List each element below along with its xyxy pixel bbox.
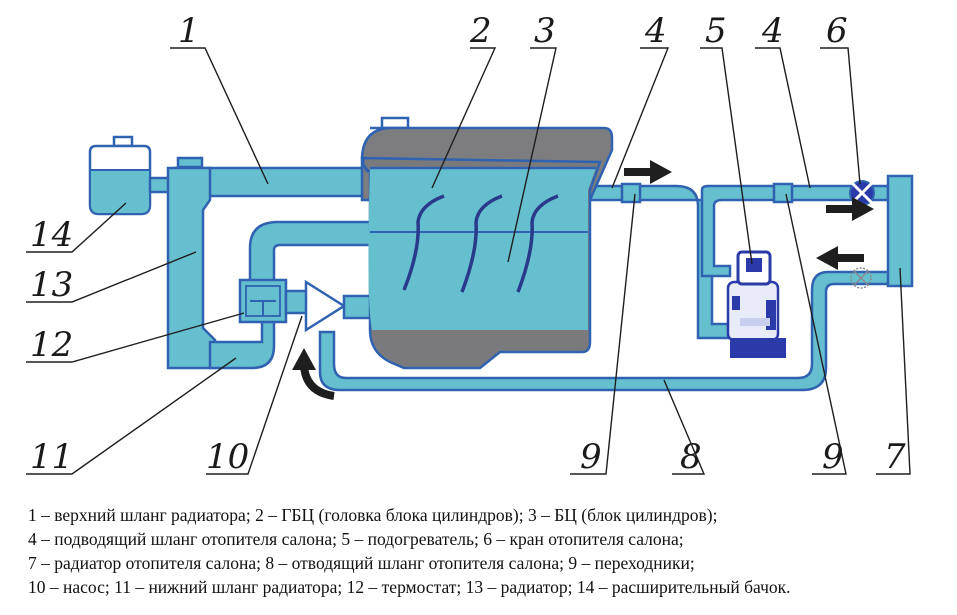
- callout-4-left: 4: [644, 11, 667, 51]
- callout-14: 14: [30, 215, 73, 255]
- callout-12: 12: [30, 325, 73, 365]
- callout-9-left: 9: [580, 437, 602, 477]
- flow-arrow-right-valve: [826, 197, 874, 221]
- callout-2: 2: [469, 11, 492, 51]
- flow-arrow-curved: [292, 348, 335, 400]
- engine: [360, 116, 614, 370]
- radiator: [166, 156, 217, 370]
- legend-line-1: 1 – верхний шланг радиатора; 2 – ГБЦ (го…: [28, 505, 718, 525]
- cooling-system-diagram: 1 2 3 4 5 4 6 14 13 12 11 10 9 8 9 7: [26, 11, 914, 477]
- callout-13: 13: [30, 265, 73, 305]
- cabin-heater-radiator: [886, 174, 914, 288]
- callout-11: 11: [30, 437, 73, 477]
- legend-line-4: 10 – насос; 11 – нижний шланг радиатора;…: [28, 577, 791, 597]
- callout-1: 1: [178, 11, 200, 51]
- adapter-right: [772, 182, 794, 204]
- heater-valve: [849, 180, 875, 206]
- valve-closed-symbol: [850, 267, 872, 289]
- bypass-hose: [248, 220, 372, 284]
- adapter-left: [620, 182, 642, 204]
- flow-arrow-left: [816, 246, 864, 270]
- callout-5: 5: [705, 11, 727, 51]
- callout-4-right: 4: [761, 11, 784, 51]
- leader-lines: [26, 47, 911, 475]
- flow-arrow-right-top: [624, 160, 672, 184]
- callout-8: 8: [680, 437, 702, 477]
- pre-heater: [726, 250, 786, 358]
- callout-10: 10: [206, 437, 249, 477]
- callout-9-right: 9: [822, 437, 844, 477]
- callout-6: 6: [826, 11, 848, 51]
- legend: 1 – верхний шланг радиатора; 2 – ГБЦ (го…: [28, 503, 948, 599]
- callout-7: 7: [884, 437, 906, 477]
- thermostat: [238, 278, 288, 324]
- water-pump: [304, 279, 374, 333]
- expansion-tank: [88, 135, 178, 216]
- callout-3: 3: [534, 11, 556, 51]
- legend-line-2: 4 – подводящий шланг отопителя салона; 5…: [28, 529, 684, 549]
- legend-line-3: 7 – радиатор отопителя салона; 8 – отвод…: [28, 553, 695, 573]
